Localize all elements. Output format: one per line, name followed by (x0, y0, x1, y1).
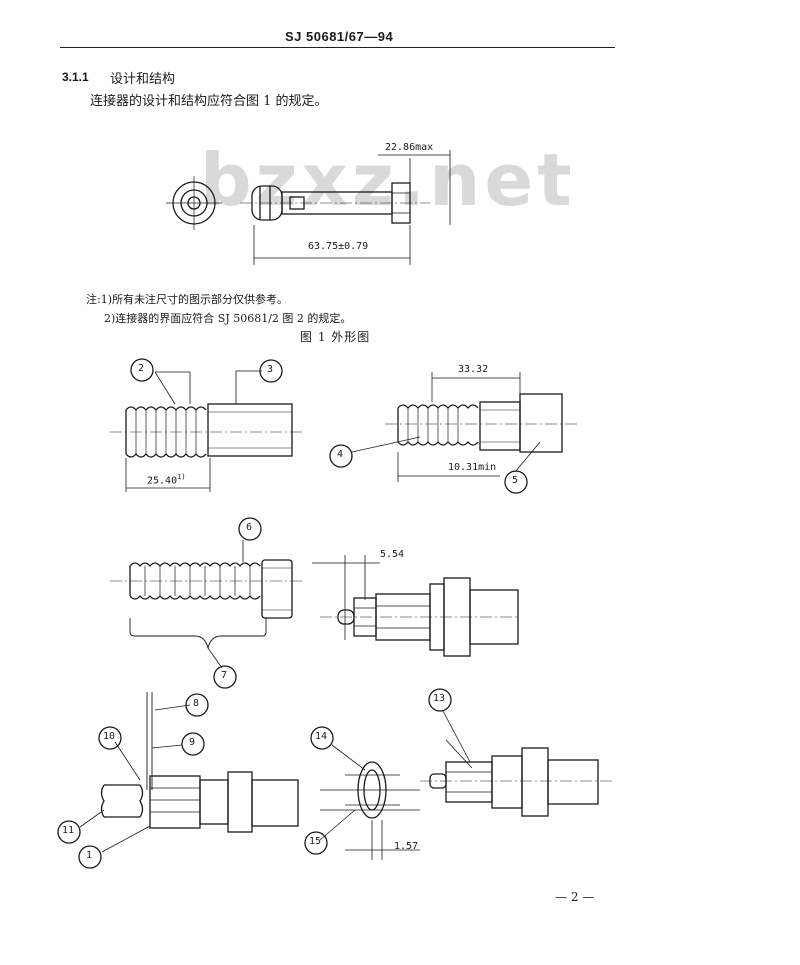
section-title: 设计和结构 (110, 72, 176, 87)
header-rule (60, 47, 615, 48)
callout-9: 9 (189, 737, 196, 748)
note-2: 2)连接器的界面应符合 SJ 50681/2 图 2 的规定。 (104, 312, 352, 325)
callout-3: 3 (267, 364, 274, 375)
dim-d4: 5.54 (380, 549, 405, 560)
note-1: 注:1)所有未注尺寸的图示部分仅供参考。 (86, 293, 288, 306)
callout-7: 7 (221, 670, 228, 681)
callout-14: 14 (315, 731, 328, 742)
callout-13: 13 (433, 693, 446, 704)
callout-8: 8 (193, 698, 200, 709)
dim-d3: 10.31min (448, 462, 497, 473)
callout-4: 4 (337, 449, 344, 460)
detail-g-drawing (420, 688, 612, 817)
callout-2: 2 (138, 363, 145, 374)
figure-caption: 图 1 外形图 (300, 330, 371, 344)
document-number: SJ 50681/67—94 (285, 29, 394, 44)
section-paragraph: 连接器的设计和结构应符合图 1 的规定。 (90, 94, 328, 109)
watermark: bzxz.net (200, 138, 576, 222)
detail-d-drawing (312, 555, 520, 657)
detail-a-drawing (110, 358, 305, 492)
detail-f-drawing (304, 726, 420, 860)
detail-e-drawing (57, 692, 299, 869)
detail-b-drawing (329, 372, 580, 494)
callout-15: 15 (309, 836, 322, 847)
callout-1: 1 (86, 850, 93, 861)
dim-length: 63.75±0.79 (308, 241, 369, 252)
callout-6: 6 (246, 522, 253, 533)
page-number: — 2 — (555, 890, 595, 904)
section-number: 3.1.1 (62, 70, 89, 84)
dim-d2: 33.32 (458, 364, 489, 375)
detail-c-drawing (110, 517, 305, 689)
callout-10: 10 (103, 731, 116, 742)
dim-max: 22.86max (385, 142, 434, 153)
callout-5: 5 (512, 475, 519, 486)
fig1-end-view (166, 176, 222, 230)
fig1-side-view (240, 150, 451, 265)
callout-11: 11 (62, 825, 75, 836)
dim-d5: 1.57 (394, 841, 419, 852)
dim-d1: 25.401) (147, 473, 186, 487)
